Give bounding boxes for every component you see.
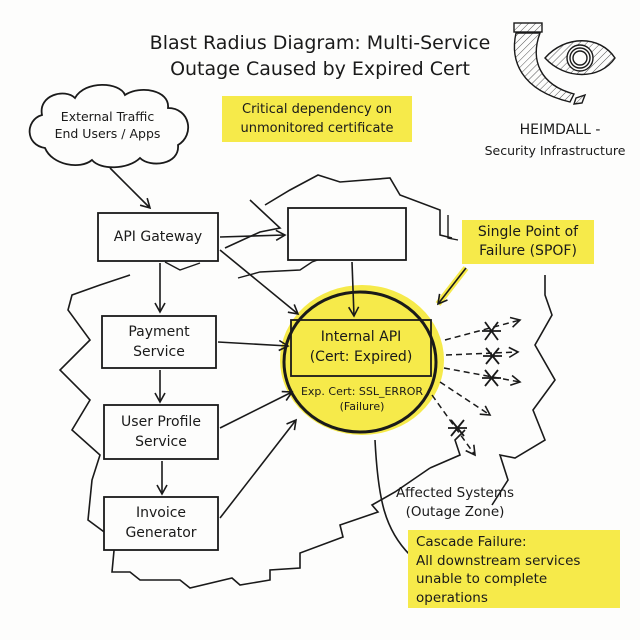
blast-core-circle xyxy=(282,290,438,434)
failure-text: (Failure) xyxy=(339,400,385,413)
internal-api-line-2: (Cert: Expired) xyxy=(309,349,413,365)
cascade-line-3: unable to complete xyxy=(416,571,548,587)
arrow-userprofile-to-internal xyxy=(219,390,294,429)
user-profile-line-1: User Profile xyxy=(121,414,201,430)
arrow-gateway-to-service xyxy=(219,229,287,241)
payment-service-label: Payment Service xyxy=(102,322,216,362)
failed-arrow xyxy=(439,381,492,416)
cascade-failure-note: Cascade Failure: All downstream services… xyxy=(416,533,621,607)
cloud-line-1: External Traffic xyxy=(60,109,155,124)
zone-edge xyxy=(429,429,466,469)
arrow-payment-to-internal xyxy=(217,339,290,352)
spof-note: Single Point of Failure (SPOF) xyxy=(462,223,594,261)
zone-edge xyxy=(224,199,282,249)
invoice-line-1: Invoice xyxy=(135,505,187,521)
payment-line-2: Service xyxy=(133,344,185,360)
unlabeled-service-box xyxy=(287,207,407,261)
user-profile-line-2: Service xyxy=(135,434,187,450)
affected-line-2: (Outage Zone) xyxy=(405,504,505,520)
arrow-service-to-internal xyxy=(347,261,360,318)
spof-bracket xyxy=(447,215,459,241)
title-line-2: Outage Caused by Expired Cert xyxy=(170,58,470,80)
affected-line-1: Affected Systems xyxy=(395,485,515,501)
critical-dependency-highlight xyxy=(222,96,412,142)
external-traffic-cloud xyxy=(28,84,189,169)
internal-api-box xyxy=(290,319,432,377)
arrow-spof-pointer xyxy=(436,267,467,306)
blast-core-highlight xyxy=(280,285,444,435)
invoice-generator-box xyxy=(103,496,219,551)
arrow-gateway-to-internal xyxy=(219,249,300,316)
user-profile-box xyxy=(103,404,219,460)
outage-bracket-line xyxy=(374,439,411,556)
critical-line-2: unmonitored certificate xyxy=(240,121,394,136)
api-gateway-box xyxy=(97,212,219,262)
arrow-cloud-to-gateway xyxy=(109,167,152,210)
diagram-title: Blast Radius Diagram: Multi-Service Outa… xyxy=(110,30,530,82)
critical-line-1: Critical dependency on xyxy=(242,102,392,117)
failed-arrow xyxy=(444,316,522,341)
user-profile-label: User Profile Service xyxy=(104,412,218,452)
critical-dependency-note: Critical dependency on unmonitored certi… xyxy=(222,100,412,138)
cloud-line-2: End Users / Apps xyxy=(54,126,161,141)
payment-service-box xyxy=(101,315,217,369)
cascade-line-2: All downstream services xyxy=(416,552,581,569)
invoice-generator-label: Invoice Generator xyxy=(104,503,218,543)
failed-arrow xyxy=(443,367,522,387)
logo-subtitle: Security Infrastructure xyxy=(484,143,626,158)
failure-x-marks xyxy=(448,321,502,437)
cloud-label: External Traffic End Users / Apps xyxy=(40,108,175,142)
logo-name: HEIMDALL - xyxy=(519,122,601,138)
invoice-line-2: Generator xyxy=(125,525,197,541)
failed-arrow xyxy=(431,394,476,457)
heimdall-horn-eye-icon xyxy=(513,22,616,105)
title-line-1: Blast Radius Diagram: Multi-Service xyxy=(149,32,491,54)
ssl-error-text: Exp. Cert: SSL_ERROR xyxy=(300,385,424,398)
failed-arrow xyxy=(445,346,520,359)
api-gateway-label: API Gateway xyxy=(113,229,203,245)
payment-line-1: Payment xyxy=(128,324,190,340)
cascade-highlight xyxy=(408,530,620,608)
zone-edge xyxy=(164,261,201,271)
spof-line-1: Single Point of xyxy=(477,224,579,240)
arrow-invoice-to-internal xyxy=(219,418,298,519)
internal-api-error: Exp. Cert: SSL_ERROR (Failure) xyxy=(286,384,438,414)
internal-api-line-1: Internal API xyxy=(320,329,402,345)
cascade-line-4: operations xyxy=(416,589,488,606)
internal-api-label: Internal API (Cert: Expired) xyxy=(291,327,431,367)
outage-zone-boundary xyxy=(58,174,556,589)
spof-line-2: Failure (SPOF) xyxy=(479,243,577,259)
spof-highlight xyxy=(462,220,594,264)
cascade-line-1: Cascade Failure: xyxy=(416,534,527,550)
affected-systems-note: Affected Systems (Outage Zone) xyxy=(380,484,530,522)
